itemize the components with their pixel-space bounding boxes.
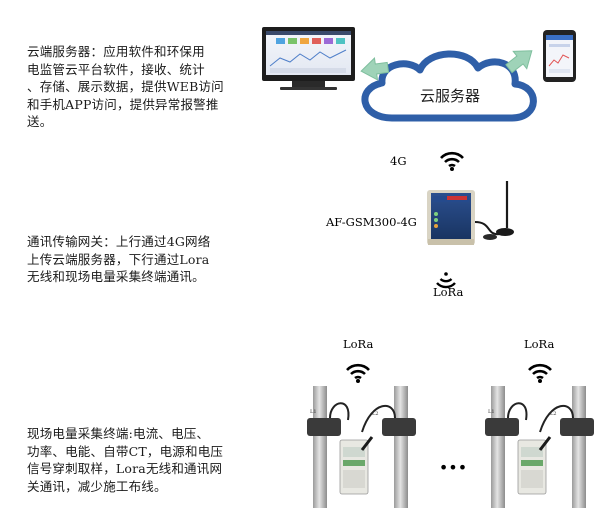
terminal-left-link-label: LoRa [343,337,373,351]
terminal-description: 现场电量采集终端:电流、电压、 功率、电能、自带CT，电源和电压 信号穿刺取样，… [27,426,224,494]
arrow-to-monitor-icon [360,57,390,81]
ct-clamp [382,418,416,436]
phone-icon [543,30,576,82]
meter-icon [339,439,369,495]
pipe [394,386,408,508]
ct-mark: L1 [488,409,495,415]
downlink-label: LoRa [433,285,463,299]
ct-mark: L2 [372,411,379,417]
pipe [313,386,327,508]
terminal-right-link-label: LoRa [524,337,554,351]
cloud-icon [361,50,537,122]
ct-clamp [485,418,519,436]
wifi-icon [436,272,456,289]
ct-mark: L1 [310,409,317,415]
wifi-icon [346,363,370,383]
gateway-description: 通讯传输网关：上行通过4G网络 上传云端服务器，下行通过Lora 无线和现场电量… [27,234,211,284]
uplink-label: 4G [390,154,407,168]
cloud-label: 云服务器 [420,87,480,105]
antenna-icon [538,436,552,451]
pipe [491,386,505,508]
meter-assembly-right: L1 L2 [485,386,594,508]
monitor-icon [262,27,355,90]
antenna-icon [360,436,374,451]
ellipsis: ••• [439,458,467,477]
gateway-model-label: AF-GSM300-4G [325,215,417,229]
meter-assembly-left: L1 L2 [307,386,416,508]
ct-clamp [560,418,594,436]
wifi-icon [528,363,552,383]
arrow-to-phone-icon [505,50,533,74]
pipe [572,386,586,508]
meter-icon [517,439,547,495]
gateway-device-icon [427,190,501,245]
cloud-server-description: 云端服务器：应用软件和环保用 电监管云平台软件，接收、统计 、存储、展示数据，提… [27,44,224,129]
ct-clamp [307,418,341,436]
ct-mark: L2 [550,411,557,417]
antenna-icon [483,181,514,240]
wifi-icon [440,151,464,171]
